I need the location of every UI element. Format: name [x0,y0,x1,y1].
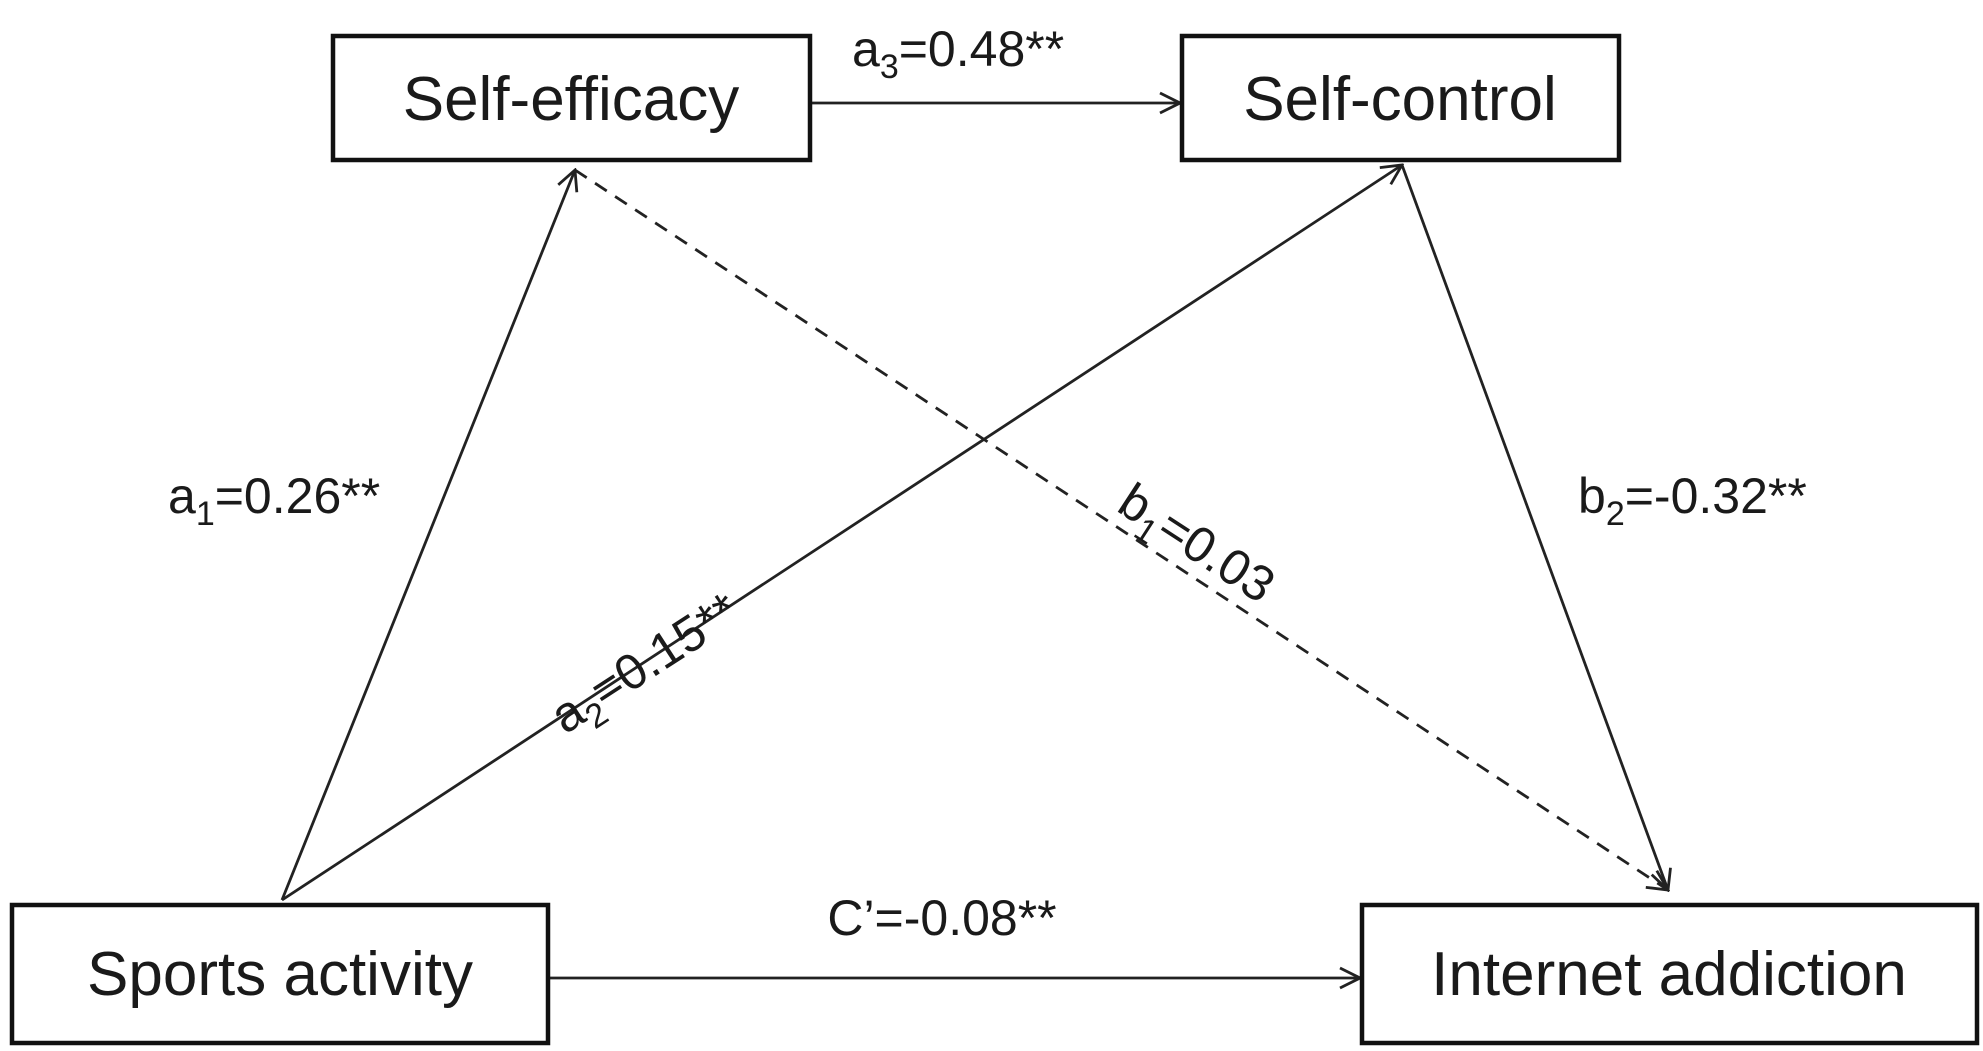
internet-addiction-label: Internet addiction [1431,940,1907,1009]
path-a2-arrow [281,165,1402,902]
self-control-label: Self-control [1243,65,1557,134]
path-b1-label: b1=0.03 [1104,472,1285,621]
sports-activity-label: Sports activity [87,940,473,1009]
self-control-box [1179,33,1622,163]
path-b1-arrow [574,168,1668,890]
path-b2-label: b2=-0.32** [1578,468,1807,533]
sports-activity-box [9,902,551,1046]
path-c-prime-label: C’=-0.08** [827,890,1056,946]
path-a3-label: a3=0.48** [852,21,1064,86]
path-a2-label: a2=0.15** [540,582,753,752]
path-a1-arrow [280,170,575,901]
internet-addiction-box [1359,902,1980,1046]
self-efficacy-box [330,33,813,163]
path-a1-label: a1=0.26** [168,468,380,533]
path-b2-arrow [1400,164,1668,890]
self-efficacy-label: Self-efficacy [403,65,740,134]
